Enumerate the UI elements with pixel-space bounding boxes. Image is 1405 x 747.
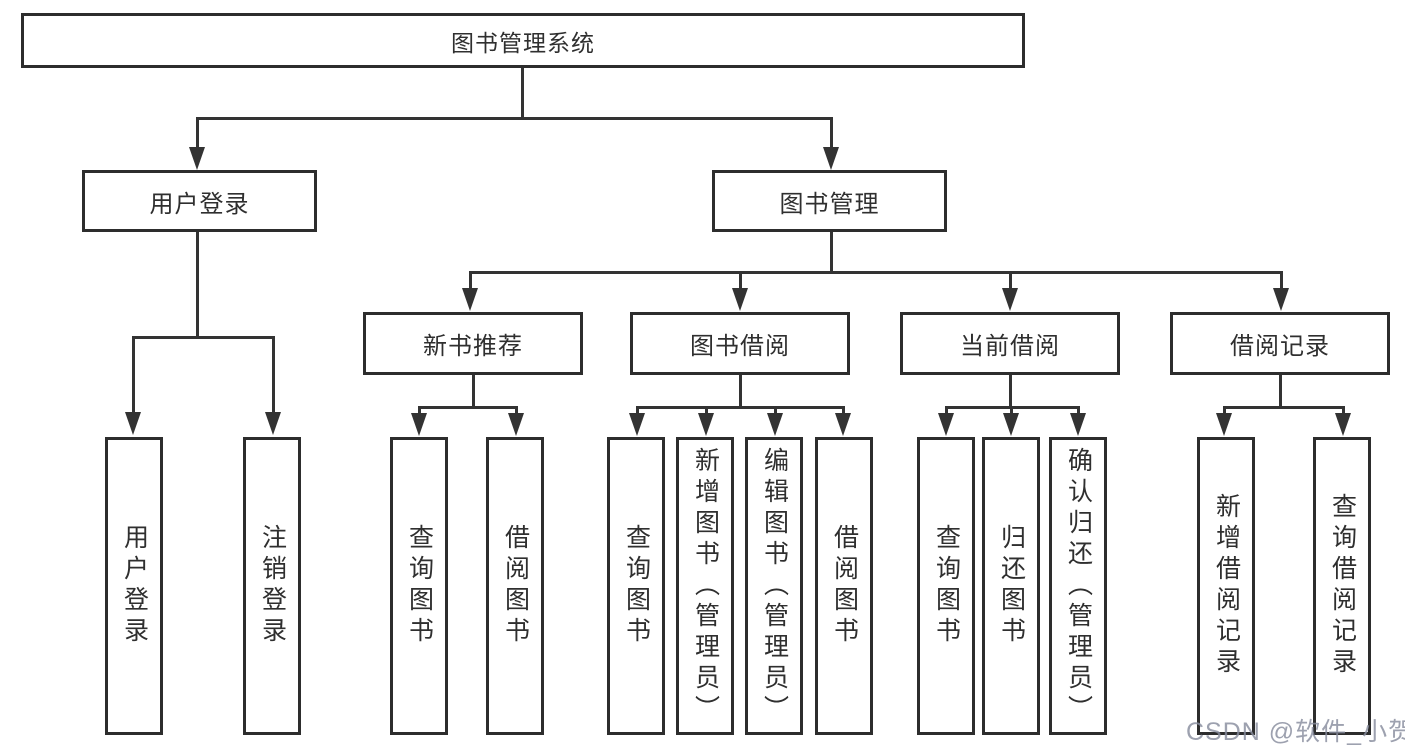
arrowhead-down-icon: [1070, 413, 1086, 436]
leaf-br-query-record: 查询借阅记录: [1313, 437, 1371, 735]
node-label: 新增图书（管理员）: [691, 446, 720, 726]
connector-line-vertical: [195, 232, 199, 338]
connector-line-vertical: [1222, 407, 1226, 417]
connector-line-vertical: [635, 407, 639, 417]
leaf-bb-edit-books-admin: 编辑图书（管理员）: [745, 437, 803, 735]
node-label: 图书管理: [779, 190, 880, 218]
connector-line-vertical: [738, 272, 742, 292]
leaf-bb-borrow-books: 借阅图书: [815, 437, 873, 735]
node-label: 查询图书: [622, 524, 651, 648]
node-label: 图书管理系统: [451, 29, 595, 56]
connector-line-vertical: [738, 375, 742, 408]
arrowhead-down-icon: [189, 147, 205, 170]
arrowhead-down-icon: [629, 413, 645, 436]
connector-line-vertical: [1009, 407, 1013, 417]
arrowhead-down-icon: [767, 413, 783, 436]
node-label: 新书推荐: [423, 333, 523, 360]
leaf-br-add-record: 新增借阅记录: [1197, 437, 1255, 735]
arrowhead-down-icon: [265, 412, 281, 435]
node-label: 编辑图书（管理员）: [760, 446, 789, 726]
node-label: 归还图书: [997, 524, 1026, 648]
arrowhead-down-icon: [698, 413, 714, 436]
node-label: 借阅记录: [1230, 333, 1330, 360]
leaf-cb-query-books: 查询图书: [917, 437, 975, 735]
arrowhead-down-icon: [125, 412, 141, 435]
connector-line-vertical: [131, 337, 135, 417]
node-user-login: 用户登录: [82, 170, 317, 232]
connector-line-vertical: [944, 407, 948, 417]
connector-line-vertical: [1076, 407, 1080, 417]
arrowhead-down-icon: [823, 147, 839, 170]
node-root-system: 图书管理系统: [21, 13, 1025, 68]
connector-line-horizontal: [131, 335, 275, 339]
connector-line-vertical: [417, 407, 421, 417]
node-label: 借阅图书: [830, 524, 859, 648]
arrowhead-down-icon: [835, 413, 851, 436]
node-label: 当前借阅: [960, 333, 1060, 360]
connector-line-vertical: [471, 375, 475, 408]
node-new-book-recommend: 新书推荐: [363, 312, 583, 375]
leaf-nb-query-books: 查询图书: [390, 437, 448, 735]
node-current-borrow: 当前借阅: [900, 312, 1120, 375]
connector-line-vertical: [1008, 272, 1012, 292]
node-label: 新增借阅记录: [1212, 493, 1241, 679]
connector-line-vertical: [841, 407, 845, 417]
connector-line-vertical: [829, 118, 833, 152]
connector-line-horizontal: [468, 270, 1283, 274]
connector-line-vertical: [271, 337, 275, 417]
arrowhead-down-icon: [1335, 413, 1351, 436]
connector-line-vertical: [1278, 375, 1282, 408]
node-label: 确认归还（管理员）: [1064, 446, 1093, 726]
connector-line-horizontal: [1222, 405, 1345, 409]
node-label: 查询图书: [405, 524, 434, 648]
leaf-logout: 注销登录: [243, 437, 301, 735]
connector-line-vertical: [520, 68, 524, 120]
node-label: 图书借阅: [690, 333, 790, 360]
connector-line-vertical: [773, 407, 777, 417]
connector-line-vertical: [829, 232, 833, 274]
leaf-bb-query-books: 查询图书: [607, 437, 665, 735]
connector-line-horizontal: [195, 116, 833, 120]
node-label: 注销登录: [258, 524, 287, 648]
connector-line-vertical: [704, 407, 708, 417]
connector-line-vertical: [468, 272, 472, 292]
node-book-management: 图书管理: [712, 170, 947, 232]
arrowhead-down-icon: [1273, 288, 1289, 311]
leaf-cb-confirm-return-admin: 确认归还（管理员）: [1049, 437, 1107, 735]
connector-line-horizontal: [417, 405, 518, 409]
arrowhead-down-icon: [411, 413, 427, 436]
connector-line-vertical: [195, 118, 199, 152]
node-label: 查询借阅记录: [1328, 493, 1357, 679]
connector-line-vertical: [1008, 375, 1012, 408]
leaf-bb-add-books-admin: 新增图书（管理员）: [676, 437, 734, 735]
connector-line-vertical: [1341, 407, 1345, 417]
node-label: 查询图书: [932, 524, 961, 648]
arrowhead-down-icon: [1003, 413, 1019, 436]
node-label: 用户登录: [120, 524, 149, 648]
leaf-nb-borrow-books: 借阅图书: [486, 437, 544, 735]
watermark: CSDN @软件_小贺同学: [1186, 718, 1405, 746]
leaf-cb-return-books: 归还图书: [982, 437, 1040, 735]
connector-line-horizontal: [635, 405, 845, 409]
arrowhead-down-icon: [938, 413, 954, 436]
arrowhead-down-icon: [1216, 413, 1232, 436]
arrowhead-down-icon: [462, 288, 478, 311]
node-book-borrow: 图书借阅: [630, 312, 850, 375]
connector-line-vertical: [514, 407, 518, 417]
node-label: 借阅图书: [501, 524, 530, 648]
connector-line-vertical: [1279, 272, 1283, 292]
leaf-user-login: 用户登录: [105, 437, 163, 735]
node-borrow-records: 借阅记录: [1170, 312, 1390, 375]
arrowhead-down-icon: [508, 413, 524, 436]
arrowhead-down-icon: [732, 288, 748, 311]
connector-line-horizontal: [944, 405, 1080, 409]
arrowhead-down-icon: [1002, 288, 1018, 311]
node-label: 用户登录: [149, 190, 250, 218]
